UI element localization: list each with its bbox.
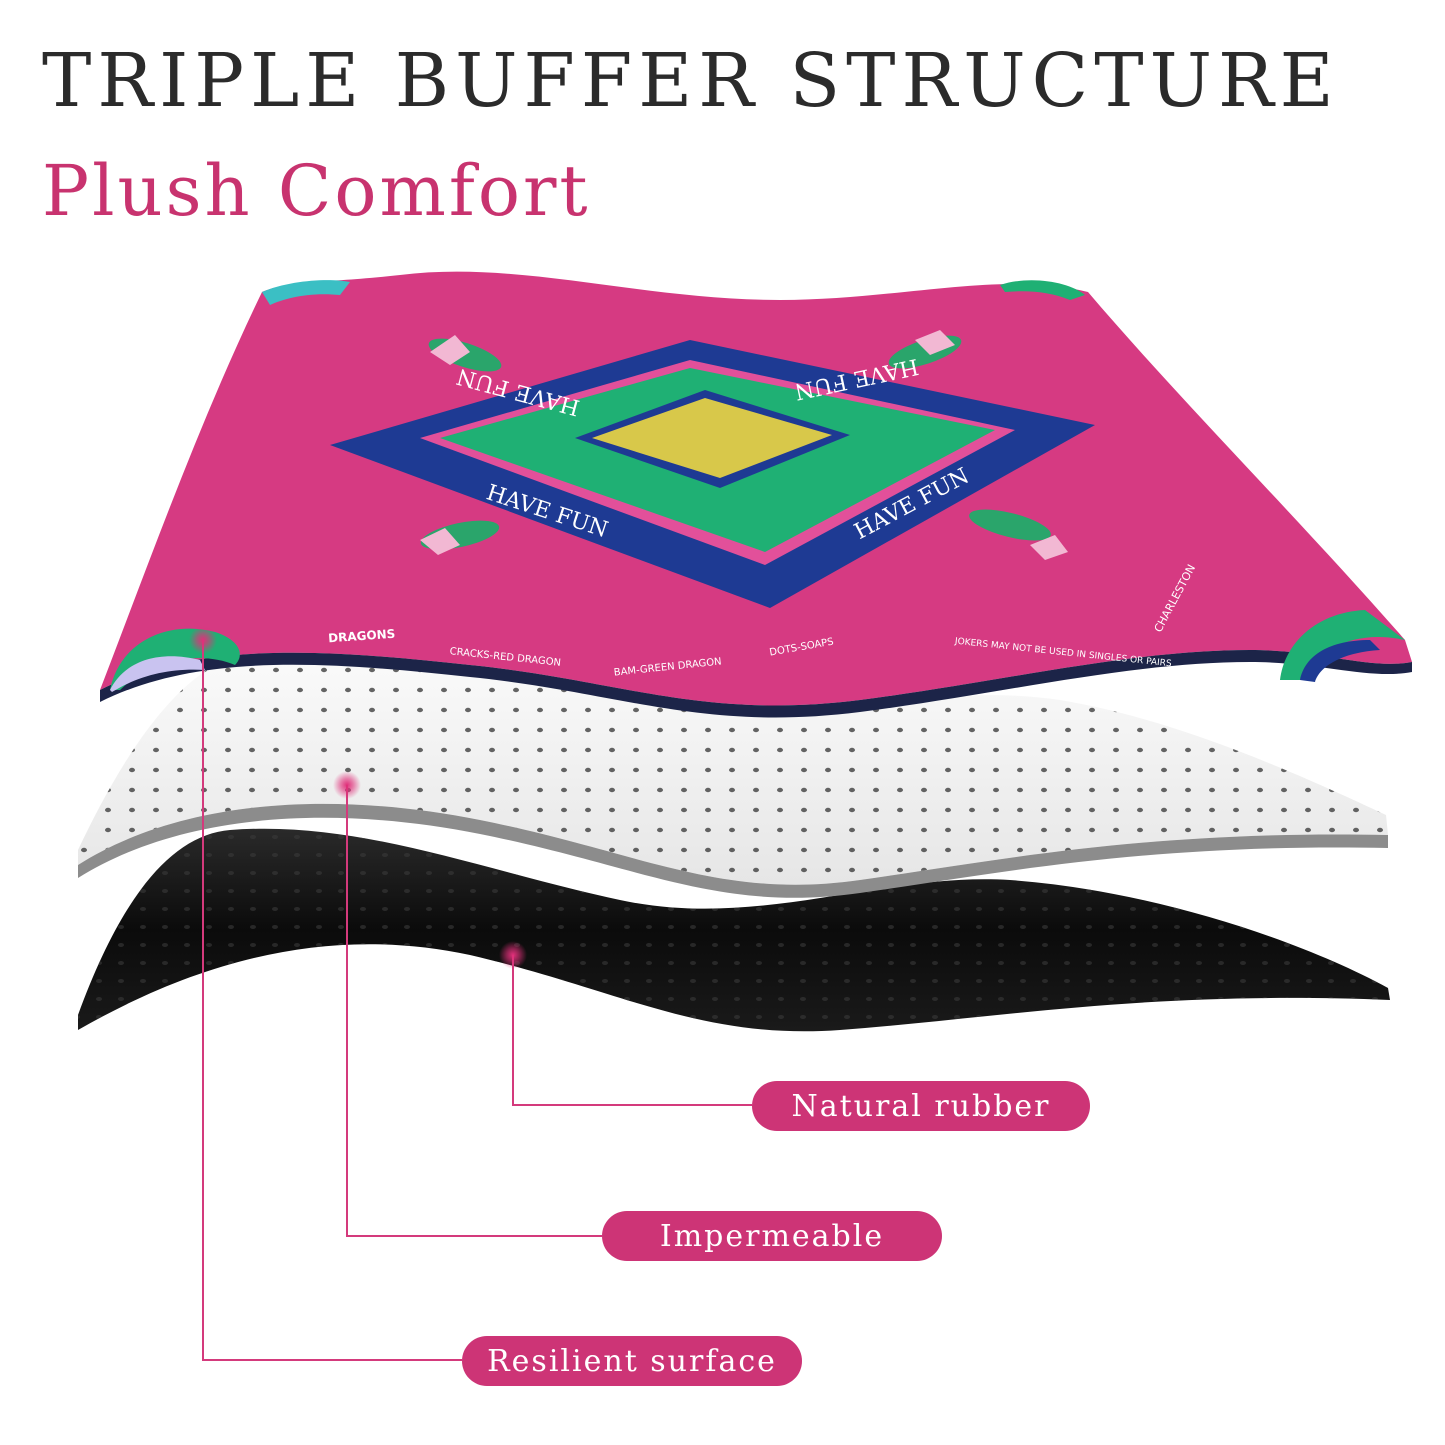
- mat-text-dragons: DRAGONS: [328, 627, 396, 646]
- mat-layer: [100, 271, 1412, 718]
- rubber-layer: [78, 828, 1390, 1032]
- corner-rainbow-bottom-right: [1280, 610, 1405, 682]
- surface-marker-dot: [189, 626, 217, 654]
- corner-rainbow-top-left: [262, 280, 350, 305]
- callout-resilient-surface: Resilient surface: [462, 1336, 802, 1386]
- rubber-marker-dot: [499, 941, 527, 969]
- foam-marker-dot: [333, 771, 361, 799]
- page-title: TRIPLE BUFFER STRUCTURE: [42, 38, 1340, 124]
- foam-layer: [78, 648, 1388, 898]
- mat-yellow-center: [592, 398, 832, 478]
- callout-natural-rubber: Natural rubber: [752, 1081, 1090, 1131]
- page-subtitle: Plush Comfort: [42, 150, 591, 232]
- callout-lines: [202, 640, 752, 1361]
- corner-rainbow-top-right: [1000, 280, 1085, 300]
- callout-impermeable: Impermeable: [602, 1211, 942, 1261]
